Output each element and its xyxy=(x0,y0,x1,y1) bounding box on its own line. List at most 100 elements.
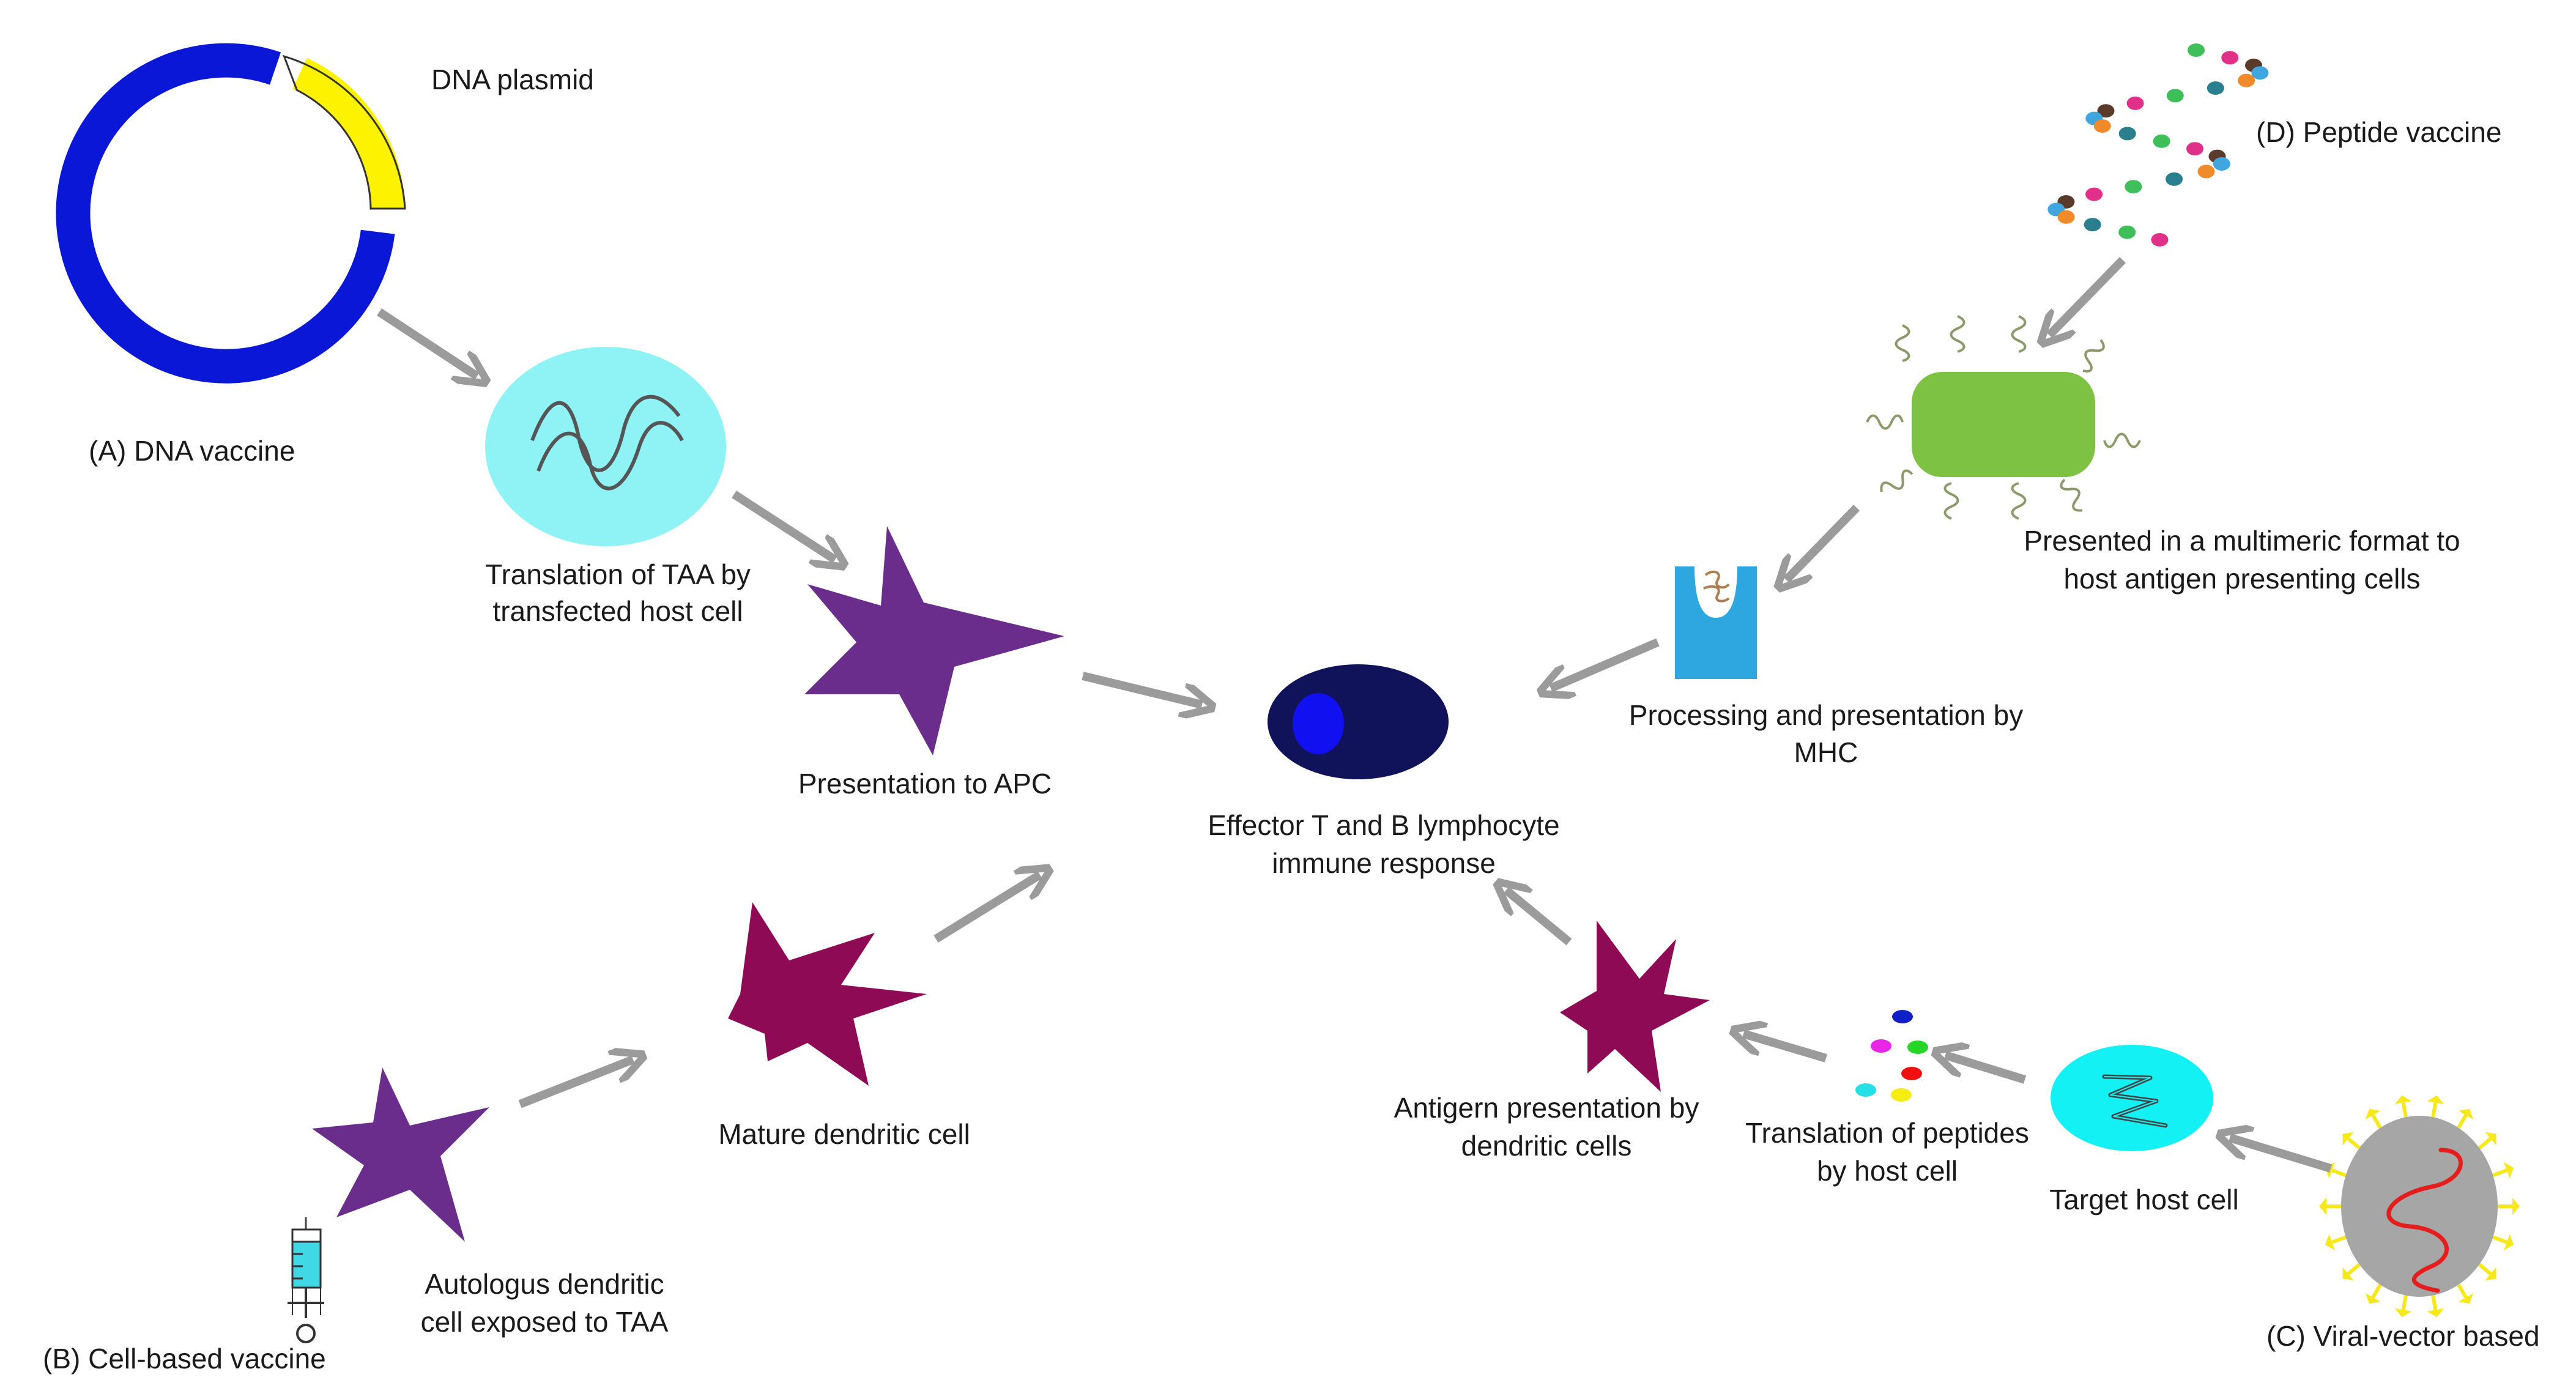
mrna-strand-2 xyxy=(536,421,684,491)
peptide-bead xyxy=(2118,225,2136,239)
peptide-squiggle xyxy=(2011,482,2027,520)
virus-spike-stem xyxy=(2478,1263,2492,1275)
label-autologous-1: Autologus dendritic xyxy=(425,1268,664,1300)
virus-spike-stem xyxy=(2492,1235,2507,1244)
peptide-bead xyxy=(2085,187,2103,201)
label-presentation-apc: Presentation to APC xyxy=(798,768,1052,799)
peptide-helix-icon xyxy=(2047,43,2269,247)
peptide-squiggle xyxy=(2060,478,2083,512)
virus-spike-stem xyxy=(2431,1102,2438,1118)
virus-spike-tip xyxy=(2325,1234,2335,1250)
virus-spike-tip xyxy=(2365,1108,2381,1119)
arrow-dendritic-to-lymphocyte xyxy=(1506,890,1572,946)
virus-spike-tip xyxy=(2394,1095,2412,1104)
mature-dendritic-cell xyxy=(728,902,927,1086)
peptide-squiggle xyxy=(1950,315,1965,353)
label-effector-1: Effector T and B lymphocyte xyxy=(1208,809,1559,841)
virus-spike-stem xyxy=(2478,1137,2492,1150)
label-dna-vaccine: (A) DNA vaccine xyxy=(89,435,295,467)
peptide-bead xyxy=(2207,81,2224,95)
label-mhc-1: Processing and presentation by xyxy=(1629,699,2023,731)
syringe-icon xyxy=(288,1217,324,1343)
peptide-squiggle xyxy=(2103,432,2141,448)
label-mature-dc: Mature dendritic cell xyxy=(718,1118,970,1150)
target-host-cell xyxy=(2051,1045,2213,1151)
peptide-bead xyxy=(2213,157,2230,171)
virus-spike-tip xyxy=(2342,1267,2354,1281)
arrow-mature-to-lymphocyte xyxy=(934,875,1040,943)
peptide-bead xyxy=(2221,51,2239,65)
presenting-dendritic-cell xyxy=(1560,921,1710,1092)
label-antigen-pres-2: dendritic cells xyxy=(1461,1130,1632,1162)
mrna-strand-1 xyxy=(530,395,681,472)
peptide-squiggles xyxy=(1866,315,2141,520)
translated-peptides xyxy=(1855,1010,1928,1102)
virus-spike-tip xyxy=(2458,1293,2474,1304)
peptide-squiggle xyxy=(1866,414,1904,430)
arrow-virus-to-targetcell xyxy=(2230,1138,2333,1173)
virus-spikes xyxy=(2319,1095,2520,1318)
label-effector-2: immune response xyxy=(1272,847,1496,879)
virus-spike-stem xyxy=(2401,1295,2408,1310)
label-viral-vector: (C) Viral-vector based xyxy=(2266,1320,2540,1352)
mhc-molecule-icon xyxy=(1675,566,1757,679)
label-autologous-2: cell exposed to TAA xyxy=(421,1306,669,1338)
virus-spike-tip xyxy=(2458,1108,2474,1119)
effector-lymphocyte xyxy=(1268,664,1449,779)
virus-spike-tip xyxy=(2319,1198,2326,1215)
peptide-bead xyxy=(2057,210,2075,224)
transfected-host-cell xyxy=(485,347,726,546)
autologous-dendritic-cell xyxy=(312,1067,489,1242)
virus-spike-tip xyxy=(2394,1308,2412,1318)
arrow-plasmid-to-hostcell xyxy=(377,308,477,376)
virus-icon xyxy=(2319,1095,2520,1318)
virus-spike-tip xyxy=(2504,1162,2514,1179)
label-translation-taa-2: transfected host cell xyxy=(492,595,743,627)
virus-spike-tip xyxy=(2512,1198,2520,1215)
flow-arrows xyxy=(377,257,2333,1173)
arrow-targetcell-to-peptides xyxy=(1945,1055,2027,1084)
peptide-bead xyxy=(2125,180,2142,194)
label-translation-taa-1: Translation of TAA by xyxy=(485,558,751,590)
peptide-squiggle xyxy=(1943,482,1959,520)
peptide-bead xyxy=(2151,233,2169,247)
plasmid-ring xyxy=(56,43,395,384)
multimeric-presenting-cell xyxy=(1866,315,2141,520)
peptide-bead xyxy=(2188,43,2205,57)
apc-cell xyxy=(804,526,1064,755)
virus-spike-tip xyxy=(2485,1267,2496,1281)
peptide-bead xyxy=(2186,142,2203,156)
peptide-bead xyxy=(2097,104,2115,118)
virus-spike-stem xyxy=(2431,1295,2438,1310)
virus-spike-tip xyxy=(2427,1095,2444,1104)
label-peptide-vaccine: (D) Peptide vaccine xyxy=(2256,116,2501,148)
label-multimeric-1: Presented in a multimeric format to xyxy=(2024,525,2460,557)
peptide-bead xyxy=(2166,89,2184,103)
virus-spike-tip xyxy=(2342,1132,2354,1146)
arrow-apc-to-lymphocyte xyxy=(1082,672,1202,705)
arrow-mhc-to-lymphocyte xyxy=(1551,638,1660,688)
peptide-bead xyxy=(2118,127,2136,141)
virus-spike-stem xyxy=(2457,1283,2468,1299)
peptide-bead xyxy=(2238,73,2255,87)
virus-spike-stem xyxy=(2347,1137,2361,1150)
virus-spike-tip xyxy=(2427,1308,2444,1318)
label-dna-plasmid: DNA plasmid xyxy=(431,64,594,95)
virus-spike-stem xyxy=(2347,1263,2361,1275)
virus-spike-stem xyxy=(2331,1168,2347,1178)
virus-spike-tip xyxy=(2365,1293,2381,1304)
peptide-bead xyxy=(2197,165,2215,179)
peptide-bead xyxy=(2251,66,2269,80)
virus-spike-stem xyxy=(2492,1168,2507,1178)
virus-spike-stem xyxy=(2371,1283,2382,1299)
virus-spike-stem xyxy=(2371,1114,2382,1129)
label-mhc-2: MHC xyxy=(1794,736,1858,768)
virus-spike-tip xyxy=(2504,1234,2514,1250)
peptide-bead xyxy=(2084,218,2101,232)
virus-spike-stem xyxy=(2401,1102,2408,1118)
dna-plasmid-icon xyxy=(56,43,406,384)
virus-spike-tip xyxy=(2485,1132,2496,1146)
peptide-squiggle xyxy=(1895,324,1910,362)
peptide-bead xyxy=(2166,172,2183,186)
arrow-peptides-to-dendritic xyxy=(1743,1034,1827,1063)
